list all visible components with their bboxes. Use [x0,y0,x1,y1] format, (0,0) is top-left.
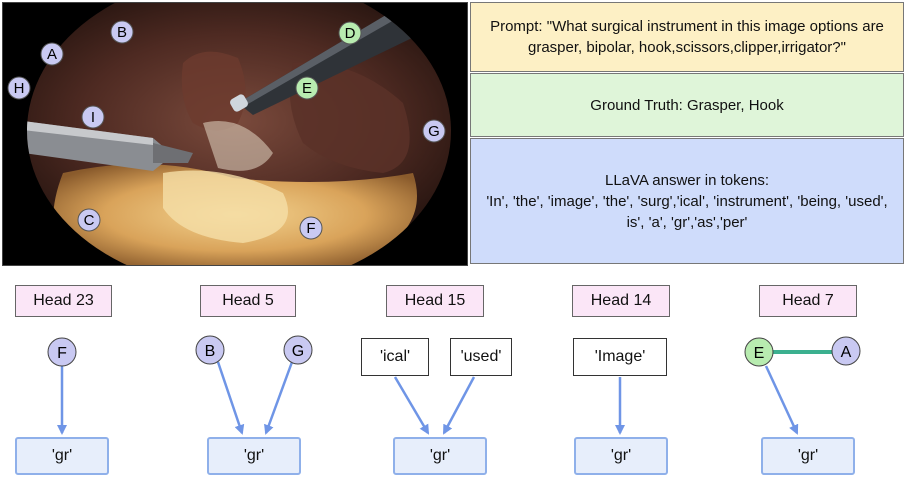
svg-text:D: D [345,25,356,42]
llava-answer-box: LLaVA answer in tokens: 'In', 'the', 'im… [470,138,904,264]
surgical-scene: A B C D E F G [3,3,467,265]
head-7-label: Head 7 [759,285,857,317]
svg-text:G: G [292,343,304,360]
node-head7-e: E [744,337,774,367]
image-marker-e: E [295,76,319,100]
head-14-label: Head 14 [572,285,670,317]
target-gr-head23: 'gr' [15,437,109,475]
svg-text:H: H [14,80,25,97]
head-15-label: Head 15 [386,285,484,317]
target-gr-head14: 'gr' [574,437,668,475]
target-gr-head15: 'gr' [393,437,487,475]
arrow-head5-b-to-gr [216,361,245,435]
node-head5-g: G [283,335,313,365]
ground-truth-box: Ground Truth: Grasper, Hook [470,73,904,137]
image-marker-i: I [81,105,105,129]
node-head23-f: F [47,337,77,367]
arrow-head15-used-to-gr [442,376,476,435]
target-gr-head5: 'gr' [207,437,301,475]
image-marker-c: C [77,208,101,232]
head-23-label: Head 23 [15,285,112,317]
svg-text:C: C [84,212,95,229]
image-marker-g: G [422,119,446,143]
head-5-label: Head 5 [200,285,296,317]
svg-text:F: F [306,220,315,237]
node-head7-a: A [831,336,861,366]
arrow-head15-ical-to-gr [393,376,430,435]
node-head5-b: B [195,335,225,365]
image-marker-d: D [338,21,362,45]
token-ical: 'ical' [361,338,429,376]
image-marker-h: H [7,76,31,100]
image-marker-a: A [40,42,64,66]
prompt-text: Prompt: "What surgical instrument in thi… [490,18,884,56]
token-used: 'used' [450,338,512,376]
ground-truth-text: Ground Truth: Grasper, Hook [590,96,784,114]
image-marker-b: B [110,20,134,44]
svg-text:G: G [428,123,440,140]
answer-title: LLaVA answer in tokens: [605,171,769,189]
svg-text:F: F [57,345,67,362]
target-gr-head7: 'gr' [761,437,855,475]
surgical-image: A B C D E F G [2,2,468,266]
svg-text:E: E [302,80,312,97]
arrow-head7-e-to-gr [764,365,799,435]
svg-text:A: A [841,344,852,361]
svg-text:A: A [47,46,57,63]
svg-text:B: B [117,24,127,41]
prompt-box: Prompt: "What surgical instrument in thi… [470,2,904,72]
svg-text:I: I [91,109,95,126]
svg-text:E: E [754,345,765,362]
image-marker-f: F [299,216,323,240]
answer-tokens: 'In', 'the', 'image', 'the', 'surg','ica… [486,192,888,231]
token-image: 'Image' [573,338,667,376]
svg-text:B: B [205,343,216,360]
arrow-head5-g-to-gr [264,361,294,435]
